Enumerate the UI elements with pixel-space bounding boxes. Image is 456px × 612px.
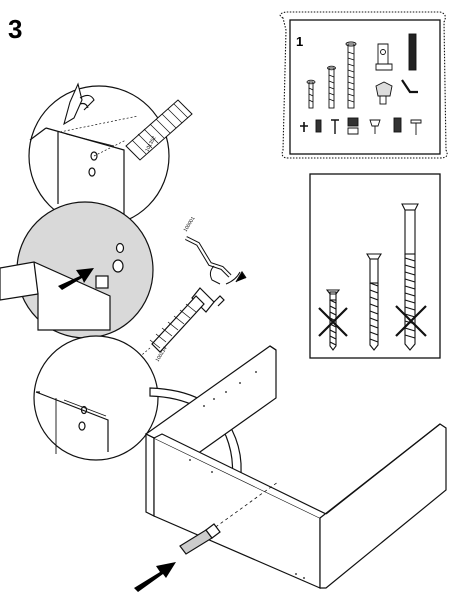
panel-holes bbox=[189, 371, 305, 579]
detail-dowel-insert: 101352 bbox=[28, 82, 193, 227]
detail-panel-edge bbox=[33, 335, 159, 461]
hardware-bag: 1 bbox=[279, 11, 448, 159]
push-arrow-icon bbox=[134, 562, 176, 592]
allen-key-part-code: 100001 bbox=[183, 216, 197, 234]
screw-comparison-box bbox=[309, 173, 441, 359]
bag-number: 1 bbox=[296, 34, 303, 49]
short-screw-wrong bbox=[325, 289, 341, 351]
bag-parts bbox=[300, 33, 422, 135]
step-number: 3 bbox=[8, 14, 22, 44]
drawer-box bbox=[134, 345, 447, 592]
wrong-cross-icon bbox=[318, 305, 427, 337]
pointing-hand-icon bbox=[63, 82, 95, 126]
allen-key bbox=[185, 236, 247, 285]
push-arrow-icon bbox=[58, 268, 94, 290]
dowel bbox=[125, 99, 193, 161]
allen-key-and-bolt: 100001 100214 bbox=[83, 216, 247, 405]
medium-screw-correct bbox=[366, 253, 382, 351]
detail-cam-hole bbox=[0, 201, 154, 339]
cam-bolt bbox=[149, 287, 225, 353]
